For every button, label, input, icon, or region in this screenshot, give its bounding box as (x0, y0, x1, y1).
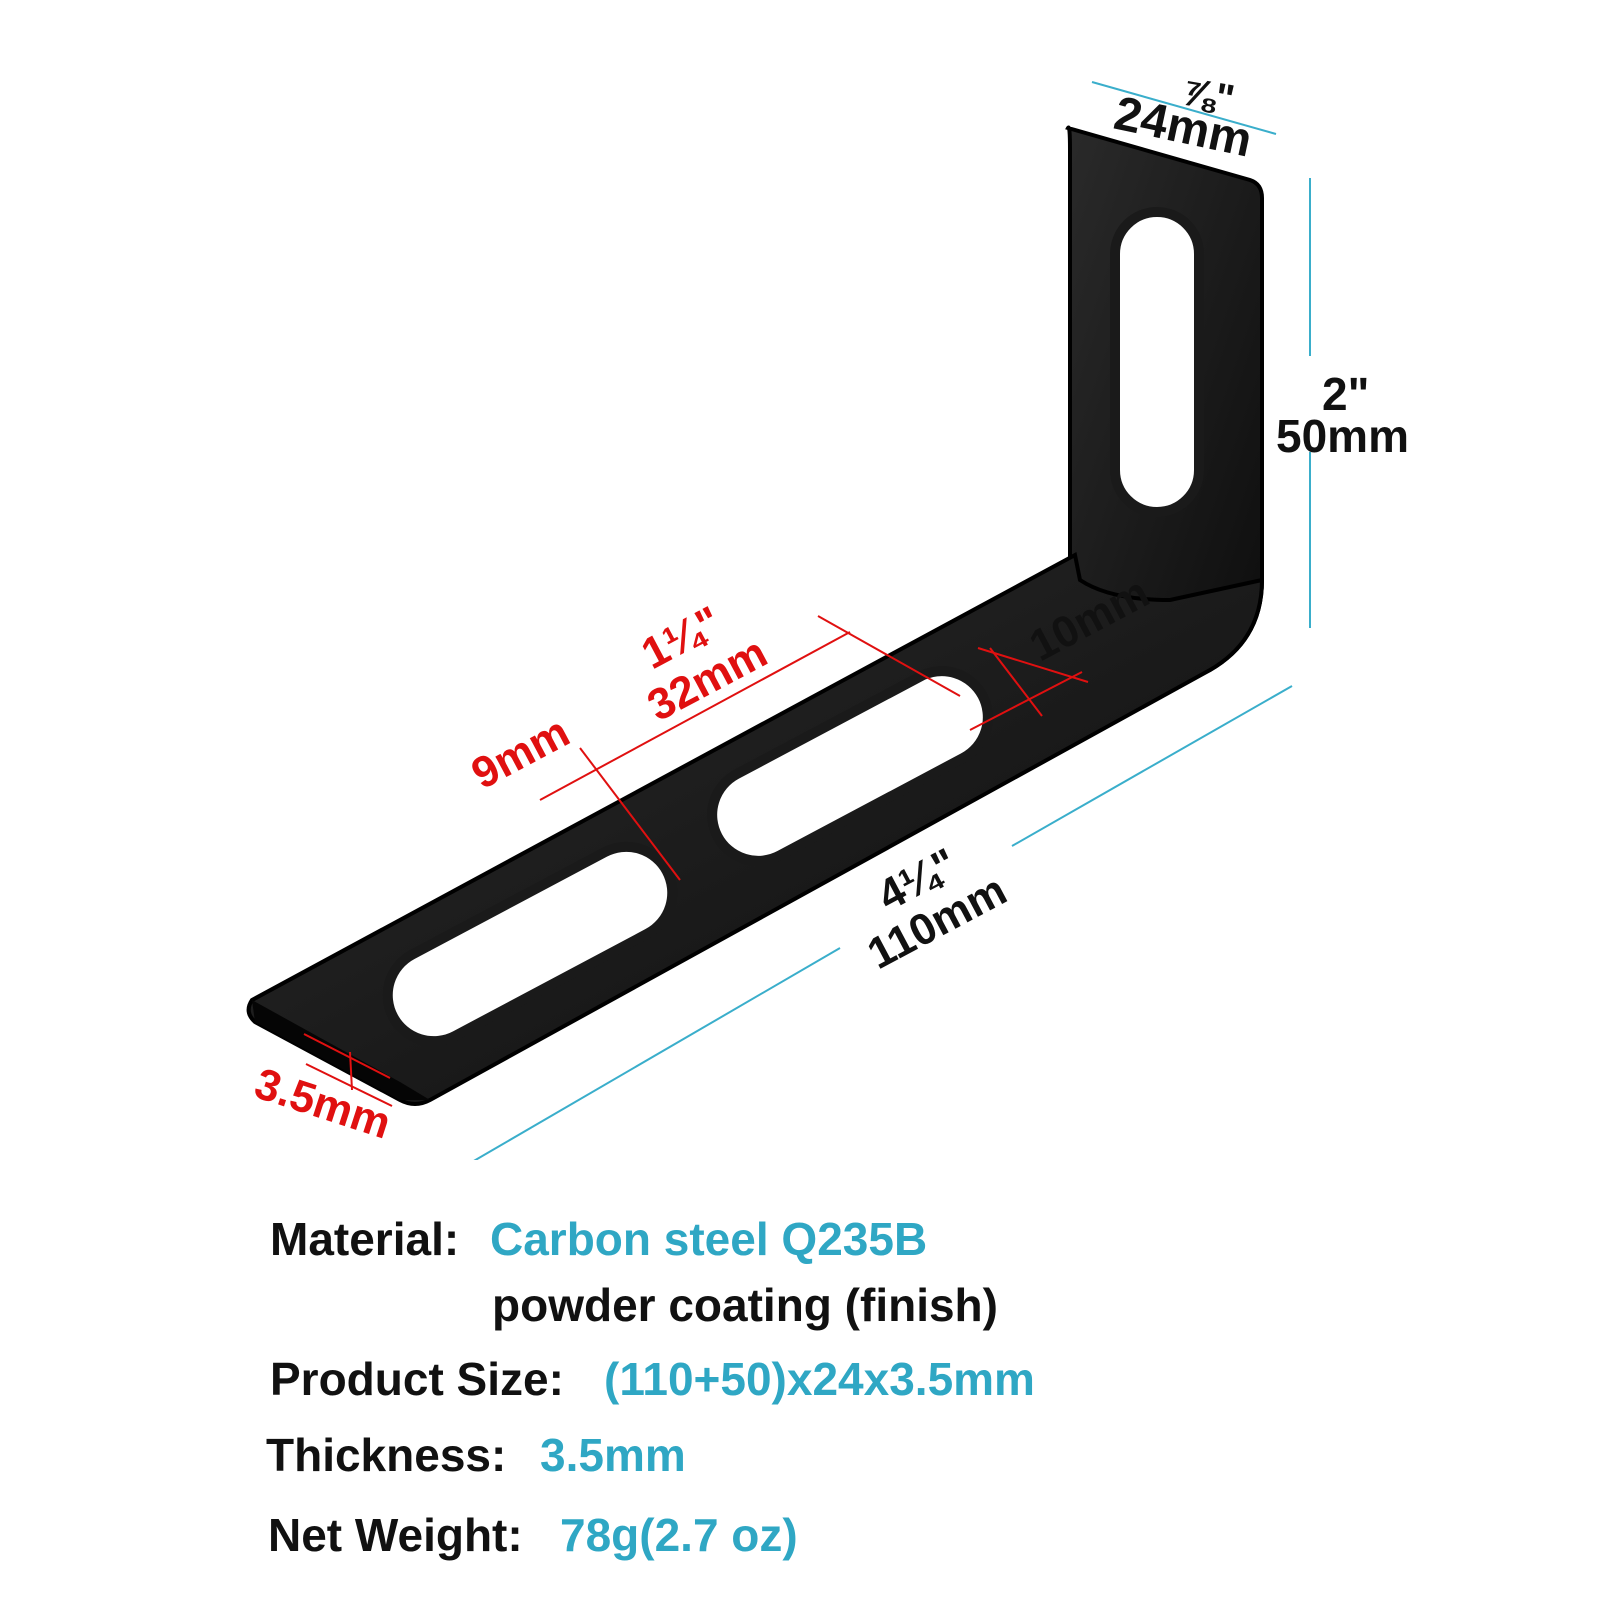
thickness-ext-bottom (305, 1063, 393, 1107)
horizontal-slot-middle (707, 666, 993, 866)
slot-width-line (989, 647, 1043, 717)
height-mm: 50mm (1276, 410, 1409, 462)
blue-dimension-lines (473, 81, 1311, 1160)
size-value: (110+50)x24x3.5mm (604, 1353, 1035, 1405)
slot-spacing-ext-left (579, 747, 681, 881)
vertical-slot (1110, 207, 1204, 517)
red-dimension-lines (303, 615, 1089, 1107)
top-width-line (1091, 81, 1277, 135)
weight-label: Net Weight: (268, 1509, 523, 1561)
thickness-ext-top (303, 1033, 391, 1079)
height-inch: 2" (1322, 368, 1369, 420)
top-width-inch: ⅞" (1178, 70, 1237, 122)
thickness-value: 3.5mm (540, 1429, 686, 1481)
weight-value: 78g(2.7 oz) (560, 1509, 798, 1561)
material-finish: powder coating (finish) (492, 1279, 998, 1331)
size-label: Product Size: (270, 1353, 564, 1405)
horizontal-slot-left (382, 841, 678, 1047)
material-value: Carbon steel Q235B (490, 1213, 928, 1265)
slot-width-ext-bottom (969, 671, 1083, 731)
slot-gap-mm: 9mm (464, 707, 578, 798)
thickness-line (349, 1051, 353, 1091)
slot-spacing-ext-right (817, 615, 961, 697)
slot-spacing-line (539, 631, 851, 801)
bracket-diagram: ⅞" 24mm 2" 50mm 1¼" 32mm 10mm 9mm 4¼" 11… (246, 70, 1409, 1160)
length-line-upper (1011, 685, 1293, 847)
thickness-label: Thickness: (266, 1429, 507, 1481)
material-label: Material: (270, 1213, 460, 1265)
length-line-lower (473, 947, 841, 1160)
slot-width-ext-top (977, 647, 1089, 683)
